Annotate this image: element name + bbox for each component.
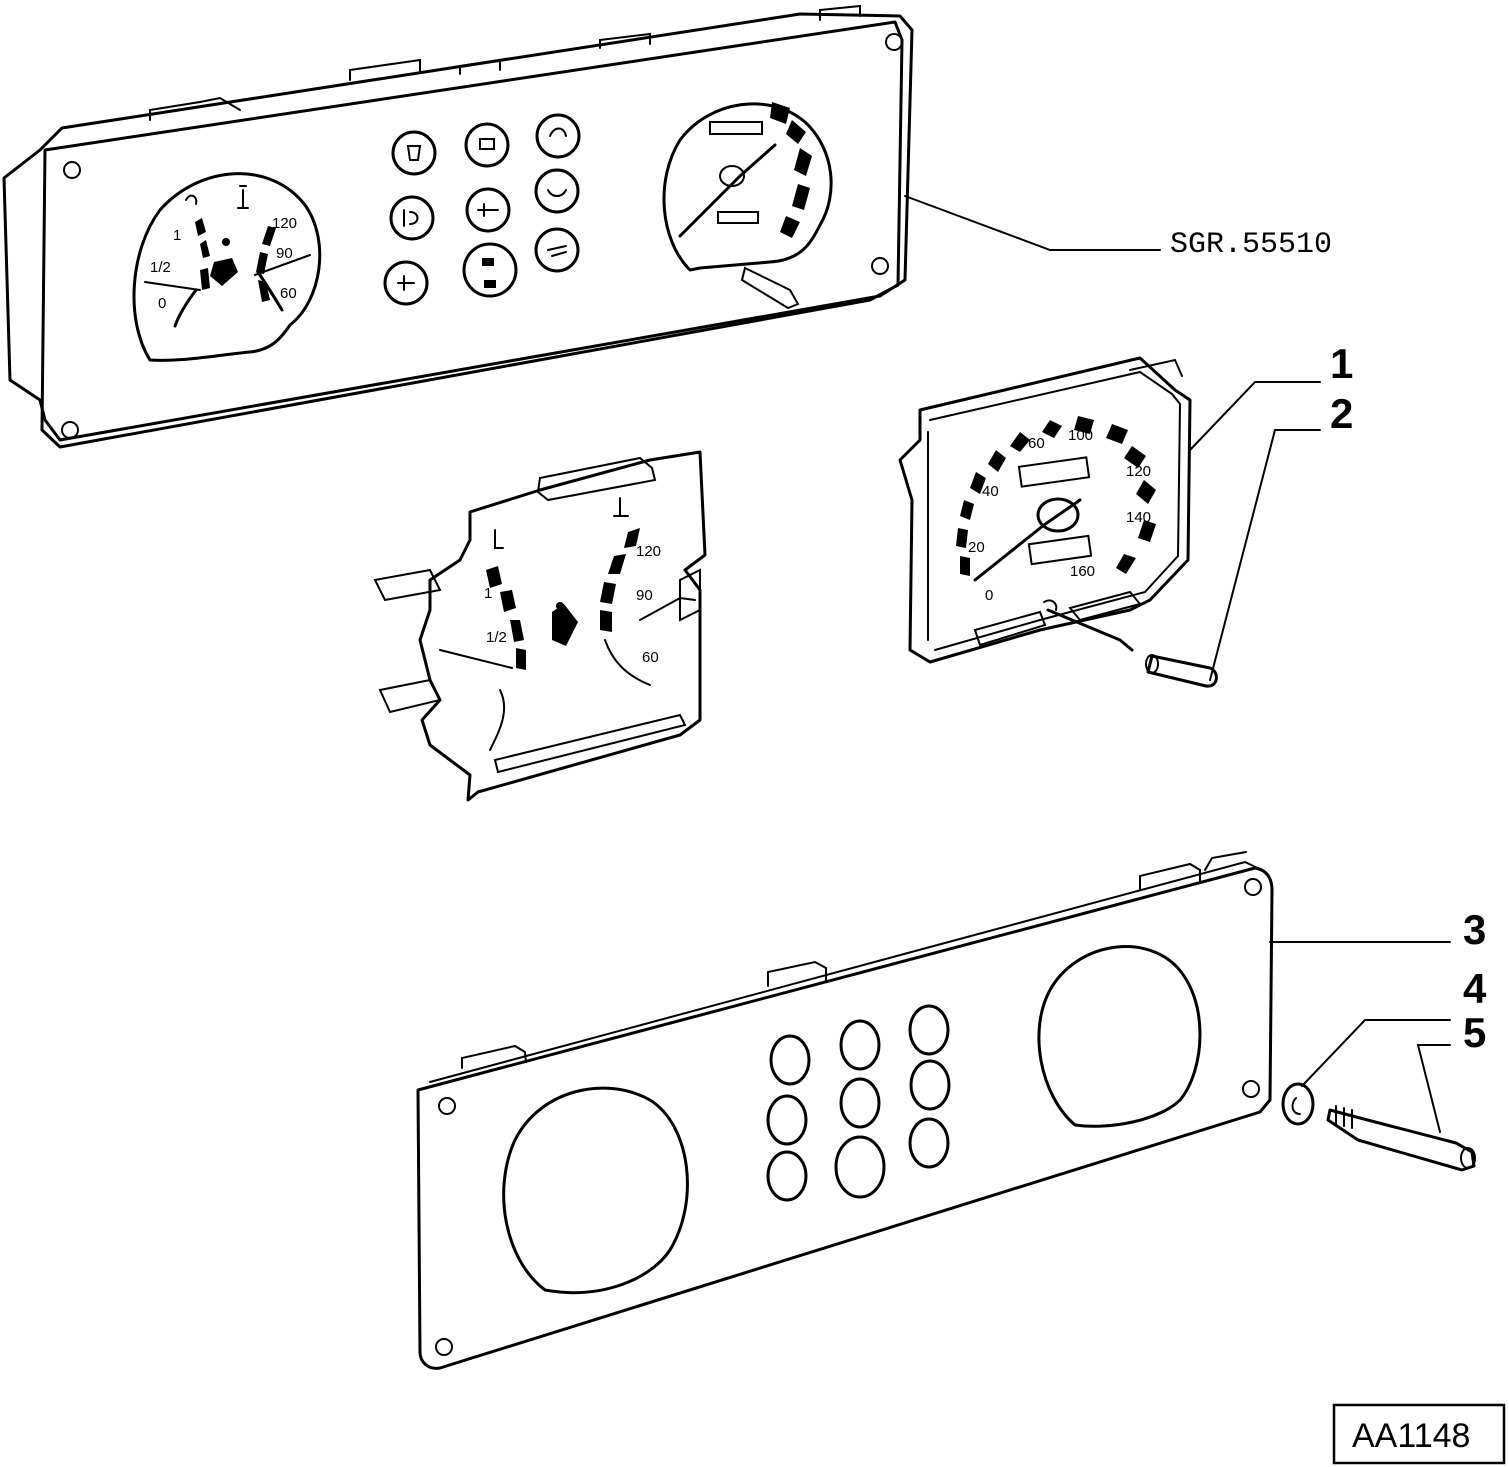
speed-mark-20: 20 (968, 539, 985, 556)
callout-1: 1 (1330, 340, 1353, 387)
front-bezel-panel (416, 851, 1274, 1370)
reference-code: SGR.55510 (1170, 228, 1332, 262)
speed-mark-120: 120 (1126, 463, 1151, 480)
callout-3: 3 (1463, 906, 1486, 953)
fuel-sub-mark-full: 1 (484, 585, 492, 602)
speed-mark-100: 100 (1068, 427, 1093, 444)
callout-lines (1189, 381, 1451, 1133)
speedometer-unit: 0 20 40 60 100 120 140 160 (898, 356, 1192, 664)
speed-mark-60: 60 (1028, 435, 1045, 452)
speed-mark-160: 160 (1070, 563, 1095, 580)
temp-mark-high: 120 (272, 215, 297, 232)
drawing-code-box (1332, 1403, 1506, 1465)
temp-mark-mid: 90 (276, 245, 293, 262)
temp-sub-mark-mid: 90 (636, 587, 653, 604)
bulb-part (1145, 654, 1218, 688)
instrument-cluster-assembly: 1 1/2 0 120 90 60 (2, 4, 1332, 449)
drawing-code: AA1148 (1352, 1417, 1470, 1455)
callout-5: 5 (1463, 1009, 1486, 1056)
temp-sub-mark-low: 60 (642, 649, 659, 666)
speed-mark-0: 0 (985, 587, 993, 604)
speed-mark-40: 40 (982, 483, 999, 500)
speed-mark-140: 140 (1126, 509, 1151, 526)
fuel-temp-gauge-unit: 1 1/2 120 90 60 (373, 450, 707, 802)
temp-sub-mark-high: 120 (636, 543, 661, 560)
washer-part (1281, 1082, 1315, 1126)
callout-4: 4 (1463, 965, 1487, 1012)
fuel-sub-mark-half: 1/2 (486, 629, 507, 646)
warning-lights-group (383, 113, 581, 306)
fuel-mark-half: 1/2 (150, 259, 171, 276)
callout-2: 2 (1330, 390, 1353, 437)
screw-part (1326, 1105, 1476, 1172)
fuel-mark-full: 1 (173, 227, 181, 244)
temp-mark-low: 60 (280, 285, 297, 302)
fuel-mark-empty: 0 (158, 295, 166, 312)
